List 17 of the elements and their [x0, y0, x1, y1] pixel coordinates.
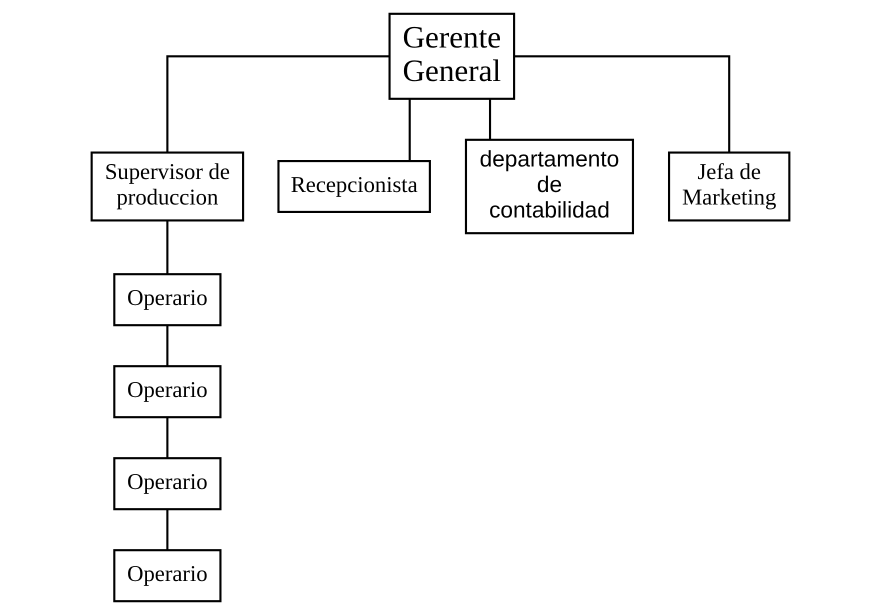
connector: [166, 509, 168, 550]
node-box: Gerente General: [388, 12, 515, 100]
connector: [166, 325, 168, 366]
connector: [488, 98, 491, 140]
connector: [166, 55, 389, 152]
node-box: Operario: [112, 365, 221, 418]
connector: [514, 55, 730, 152]
node-box: Operario: [112, 273, 221, 326]
node-box: Operario: [112, 549, 221, 602]
connector: [166, 220, 168, 274]
node-box: departamento de contabilidad: [464, 138, 634, 234]
connector: [408, 98, 410, 161]
node-box: Supervisor de produccion: [90, 151, 244, 222]
connector: [166, 417, 168, 458]
node-box: Operario: [112, 457, 221, 510]
node-box: Jefa de Marketing: [667, 151, 790, 222]
node-box: Recepcionista: [276, 160, 430, 214]
